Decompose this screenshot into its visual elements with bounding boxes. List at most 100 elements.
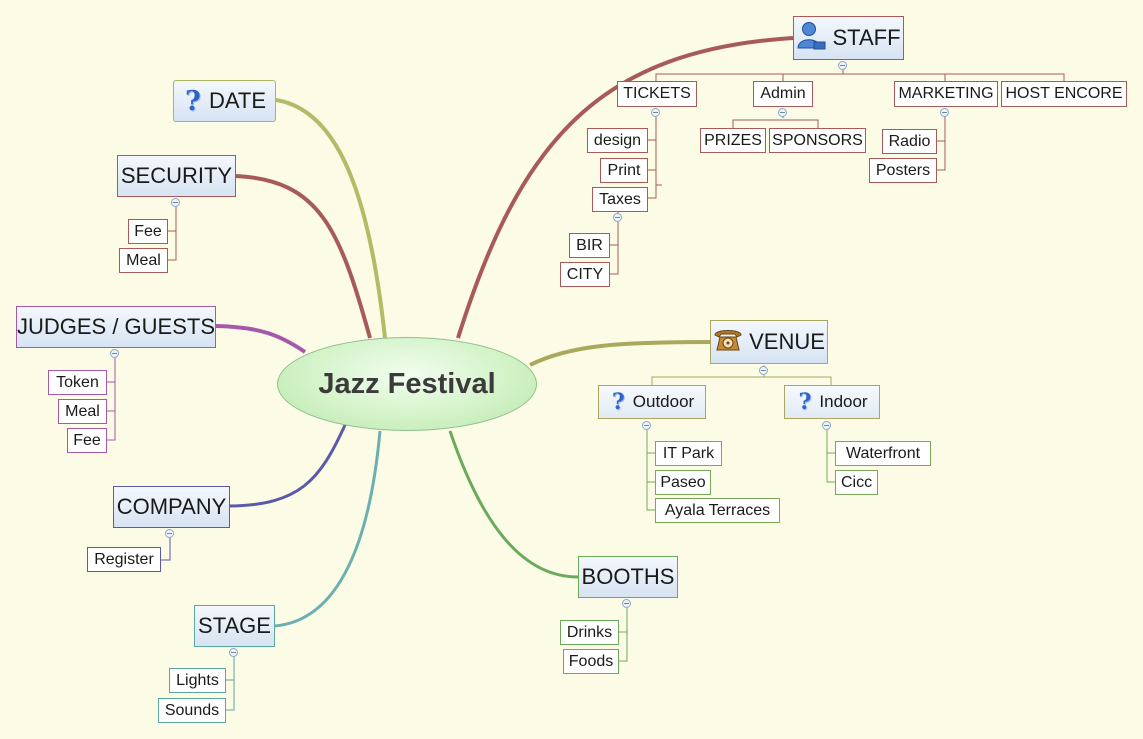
- leaf-label: Ayala Terraces: [664, 501, 771, 519]
- topic-staff-label: STAFF: [832, 25, 901, 50]
- staff-tickets[interactable]: TICKETS: [617, 81, 697, 107]
- taxes-item-city[interactable]: CITY: [560, 262, 610, 287]
- collapse-toggle-venue[interactable]: [759, 366, 768, 375]
- outdoor-item-it-park[interactable]: IT Park: [655, 441, 722, 466]
- staff-host-encore[interactable]: HOST ENCORE: [1001, 81, 1127, 107]
- leaf-label: Register: [94, 550, 154, 568]
- collapse-toggle-booths[interactable]: [622, 599, 631, 608]
- branch-date: [275, 98, 387, 339]
- judges-item-meal[interactable]: Meal: [58, 399, 107, 424]
- topic-security[interactable]: SECURITY: [117, 155, 236, 197]
- topic-stage-label: STAGE: [198, 613, 271, 638]
- leaf-label: Taxes: [599, 190, 641, 208]
- staff-admin[interactable]: Admin: [753, 81, 813, 107]
- leaf-label: Lights: [176, 671, 219, 689]
- venue-outdoor[interactable]: ? Outdoor: [598, 385, 706, 419]
- leaf-label: Cicc: [840, 473, 873, 491]
- venue-indoor-label: Indoor: [819, 392, 868, 411]
- collapse-toggle-judges[interactable]: [110, 349, 119, 358]
- leaf-label: Meal: [126, 251, 161, 269]
- collapse-toggle-stage[interactable]: [229, 648, 238, 657]
- topic-booths[interactable]: BOOTHS: [578, 556, 678, 598]
- security-item-meal[interactable]: Meal: [119, 248, 168, 273]
- collapse-toggle-indoor[interactable]: [822, 421, 831, 430]
- admin-item-sponsors[interactable]: SPONSORS: [769, 128, 866, 153]
- topic-date-label: DATE: [208, 88, 267, 113]
- topic-venue-label: VENUE: [749, 329, 825, 354]
- indoor-item-cicc[interactable]: Cicc: [835, 470, 878, 495]
- branch-security: [235, 174, 372, 339]
- leaf-label: design: [593, 131, 642, 149]
- branch-judges: [215, 324, 307, 354]
- central-topic[interactable]: Jazz Festival: [277, 337, 537, 431]
- collapse-toggle-admin[interactable]: [778, 108, 787, 117]
- topic-date[interactable]: ? DATE: [173, 80, 276, 122]
- leaf-label: Waterfront: [845, 444, 921, 462]
- venue-indoor[interactable]: ? Indoor: [784, 385, 880, 419]
- collapse-toggle-company[interactable]: [165, 529, 174, 538]
- leaf-label: MARKETING: [898, 85, 994, 102]
- security-item-fee[interactable]: Fee: [128, 219, 168, 244]
- leaf-label: HOST ENCORE: [1005, 85, 1123, 102]
- branch-staff: [456, 36, 794, 339]
- venue-outdoor-label: Outdoor: [632, 392, 695, 411]
- taxes-item-bir[interactable]: BIR: [569, 233, 610, 258]
- central-topic-label: Jazz Festival: [318, 367, 496, 400]
- marketing-item-radio[interactable]: Radio: [882, 129, 937, 154]
- leaf-label: SPONSORS: [772, 131, 863, 149]
- judges-item-token[interactable]: Token: [48, 370, 107, 395]
- leaf-label: Admin: [760, 85, 806, 102]
- question-icon: ?: [611, 389, 625, 415]
- topic-security-label: SECURITY: [120, 163, 233, 188]
- judges-item-fee[interactable]: Fee: [67, 428, 107, 453]
- telephone-icon: [713, 326, 743, 358]
- leaf-label: Posters: [875, 161, 931, 179]
- stage-item-lights[interactable]: Lights: [169, 668, 226, 693]
- topic-judges-guests[interactable]: JUDGES / GUESTS: [16, 306, 216, 348]
- leaf-label: Fee: [73, 431, 101, 449]
- indoor-item-waterfront[interactable]: Waterfront: [835, 441, 931, 466]
- collapse-toggle-security[interactable]: [171, 198, 180, 207]
- topic-booths-label: BOOTHS: [581, 564, 675, 589]
- topic-company-label: COMPANY: [116, 494, 227, 519]
- branch-booths: [448, 430, 579, 579]
- leaf-label: CITY: [566, 265, 604, 283]
- leaf-label: Sounds: [164, 701, 220, 719]
- collapse-toggle-marketing[interactable]: [940, 108, 949, 117]
- collapse-toggle-taxes[interactable]: [613, 213, 622, 222]
- question-icon: ?: [798, 389, 812, 415]
- tickets-item-print[interactable]: Print: [600, 158, 648, 183]
- tickets-item-design[interactable]: design: [587, 128, 648, 153]
- tickets-item-taxes[interactable]: Taxes: [592, 187, 648, 212]
- booths-item-foods[interactable]: Foods: [563, 649, 619, 674]
- staff-marketing[interactable]: MARKETING: [894, 81, 998, 107]
- booths-item-drinks[interactable]: Drinks: [560, 620, 619, 645]
- leaf-label: Meal: [65, 402, 100, 420]
- collapse-toggle-staff[interactable]: [838, 61, 847, 70]
- topic-venue[interactable]: VENUE: [710, 320, 828, 364]
- company-item-register[interactable]: Register: [87, 547, 161, 572]
- leaf-label: Paseo: [660, 473, 706, 491]
- topic-company[interactable]: COMPANY: [113, 486, 230, 528]
- topic-stage[interactable]: STAGE: [194, 605, 275, 647]
- leaf-label: Radio: [888, 132, 931, 150]
- person-icon: [796, 20, 826, 56]
- leaf-label: Print: [607, 161, 641, 179]
- branch-company: [229, 424, 347, 508]
- collapse-toggle-outdoor[interactable]: [642, 421, 651, 430]
- admin-item-prizes[interactable]: PRIZES: [700, 128, 766, 153]
- leaf-label: BIR: [576, 236, 603, 254]
- collapse-toggle-tickets[interactable]: [651, 108, 660, 117]
- outdoor-item-ayala-terraces[interactable]: Ayala Terraces: [655, 498, 780, 523]
- leaf-label: TICKETS: [623, 85, 691, 102]
- topic-judges-label: JUDGES / GUESTS: [16, 314, 216, 339]
- marketing-item-posters[interactable]: Posters: [869, 158, 937, 183]
- branch-venue: [529, 340, 711, 367]
- topic-staff[interactable]: STAFF: [793, 16, 904, 60]
- stage-item-sounds[interactable]: Sounds: [158, 698, 226, 723]
- leaf-label: Fee: [134, 222, 162, 240]
- leaf-label: IT Park: [662, 444, 715, 462]
- leaf-label: PRIZES: [704, 131, 762, 149]
- outdoor-item-paseo[interactable]: Paseo: [655, 470, 711, 495]
